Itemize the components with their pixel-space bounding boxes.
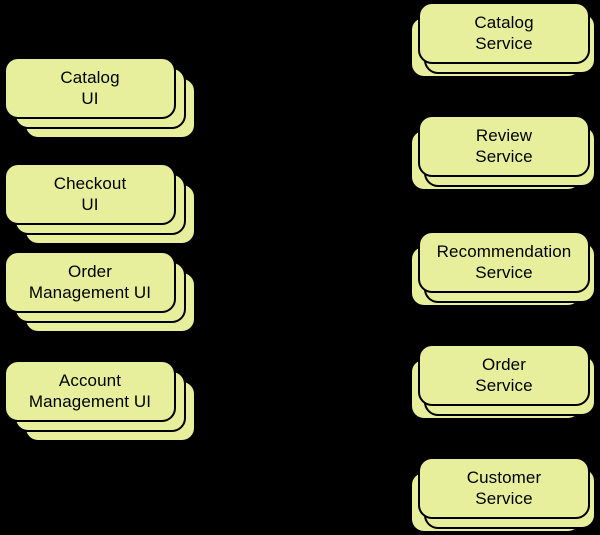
component-label: Order Service [475,355,533,395]
card-stack-layer-front[interactable]: Account Management UI [4,360,176,422]
card-stack-layer-front[interactable]: Order Management UI [4,251,176,313]
card-stack-layer-front[interactable]: Catalog UI [4,57,176,119]
component-label: Review Service [475,126,533,166]
component-node-order-management-ui[interactable]: Order Management UI [4,251,196,333]
component-label: Account Management UI [28,371,152,411]
component-label: Recommendation Service [436,242,572,282]
card-stack-layer-front[interactable]: Checkout UI [4,163,176,225]
card-stack-layer-front[interactable]: Recommendation Service [418,231,590,293]
card-stack-layer-front[interactable]: Review Service [418,115,590,177]
component-node-catalog-service[interactable]: Catalog Service [410,2,596,78]
card-stack-layer-front[interactable]: Order Service [418,344,590,406]
component-node-customer-service[interactable]: Customer Service [410,457,596,533]
component-label: Catalog UI [60,68,120,108]
component-node-checkout-ui[interactable]: Checkout UI [4,163,196,245]
component-node-account-management-ui[interactable]: Account Management UI [4,360,196,442]
component-node-catalog-ui[interactable]: Catalog UI [4,57,196,139]
card-stack-layer-front[interactable]: Customer Service [418,457,590,519]
card-stack-layer-front[interactable]: Catalog Service [418,2,590,64]
component-node-review-service[interactable]: Review Service [410,115,596,191]
component-label: Customer Service [466,468,542,508]
component-node-order-service[interactable]: Order Service [410,344,596,420]
component-label: Checkout UI [53,174,127,214]
component-label: Order Management UI [28,262,152,302]
component-label: Catalog Service [474,13,534,53]
component-node-recommendation-service[interactable]: Recommendation Service [410,231,596,307]
